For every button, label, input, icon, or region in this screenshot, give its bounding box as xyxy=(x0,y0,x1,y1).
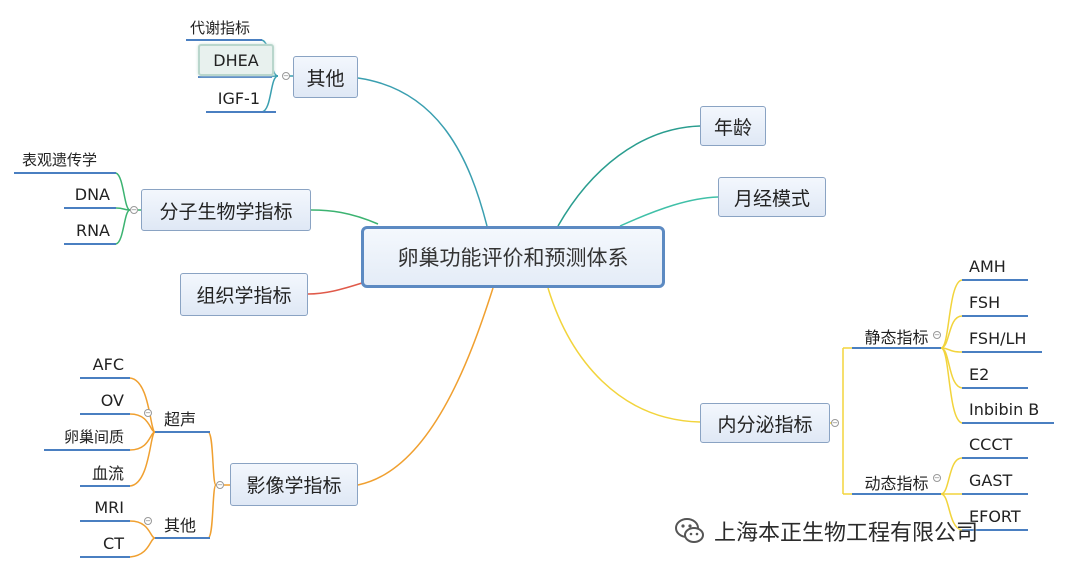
collapse-knob-imaging[interactable]: − xyxy=(216,481,224,489)
collapse-knob-molecular[interactable]: − xyxy=(130,206,138,214)
leaf-igf-1[interactable]: IGF-1 xyxy=(217,88,260,108)
leaf-dhea[interactable]: DHEA xyxy=(198,44,274,76)
leaf-ovarian-stroma[interactable]: 卵巢间质 xyxy=(63,427,124,446)
leaf-dna[interactable]: DNA xyxy=(74,184,110,204)
subtopic-imaging-other[interactable]: 其他 xyxy=(164,516,197,535)
subtopic-dynamic[interactable]: 动态指标 xyxy=(864,474,929,493)
leaf-gast[interactable]: GAST xyxy=(969,470,1013,490)
topic-endocrine[interactable]: 内分泌指标 xyxy=(700,403,830,443)
leaf-ct[interactable]: CT xyxy=(103,533,124,553)
leaf-amh[interactable]: AMH xyxy=(969,256,1006,276)
collapse-knob-dynamic[interactable]: − xyxy=(933,474,941,482)
leaf-fsh-lh[interactable]: FSH/LH xyxy=(969,328,1027,348)
wechat-icon xyxy=(675,518,704,543)
watermark-text: 上海本正生物工程有限公司 xyxy=(714,521,979,546)
topic-menstrual-pattern[interactable]: 月经模式 xyxy=(718,177,826,217)
leaf-inhibin-b[interactable]: Inbibin B xyxy=(969,399,1040,419)
topic-molecular-biology[interactable]: 分子生物学指标 xyxy=(141,189,311,231)
leaf-fsh[interactable]: FSH xyxy=(969,292,1001,312)
topic-other[interactable]: 其他 xyxy=(293,56,358,98)
subtopic-ultrasound[interactable]: 超声 xyxy=(164,410,197,429)
leaf-afc[interactable]: AFC xyxy=(92,354,124,374)
leaf-mri[interactable]: MRI xyxy=(94,497,124,517)
leaf-rna[interactable]: RNA xyxy=(75,220,110,240)
topic-age[interactable]: 年龄 xyxy=(700,106,766,146)
collapse-knob-static[interactable]: − xyxy=(933,331,941,339)
collapse-knob-endocrine[interactable]: − xyxy=(831,419,839,427)
leaf-blood-flow[interactable]: 血流 xyxy=(91,464,124,483)
leaf-epigenetics[interactable]: 表观遗传学 xyxy=(22,150,98,169)
subtopic-static[interactable]: 静态指标 xyxy=(864,328,929,347)
topic-histology[interactable]: 组织学指标 xyxy=(180,273,308,316)
group-metabolic[interactable]: 代谢指标 xyxy=(190,18,251,37)
watermark: 上海本正生物工程有限公司 xyxy=(672,513,978,549)
collapse-knob-ultrasound[interactable]: − xyxy=(144,409,152,417)
topic-imaging[interactable]: 影像学指标 xyxy=(230,463,358,506)
leaf-ov[interactable]: OV xyxy=(100,390,124,410)
collapse-knob-imaging-other[interactable]: − xyxy=(144,517,152,525)
collapse-knob-other[interactable]: − xyxy=(282,72,290,80)
leaf-ccct[interactable]: CCCT xyxy=(969,434,1013,454)
leaf-e2[interactable]: E2 xyxy=(969,364,990,384)
central-topic[interactable]: 卵巢功能评价和预测体系 xyxy=(361,226,665,288)
leaf-efort[interactable]: EFORT xyxy=(969,506,1021,526)
